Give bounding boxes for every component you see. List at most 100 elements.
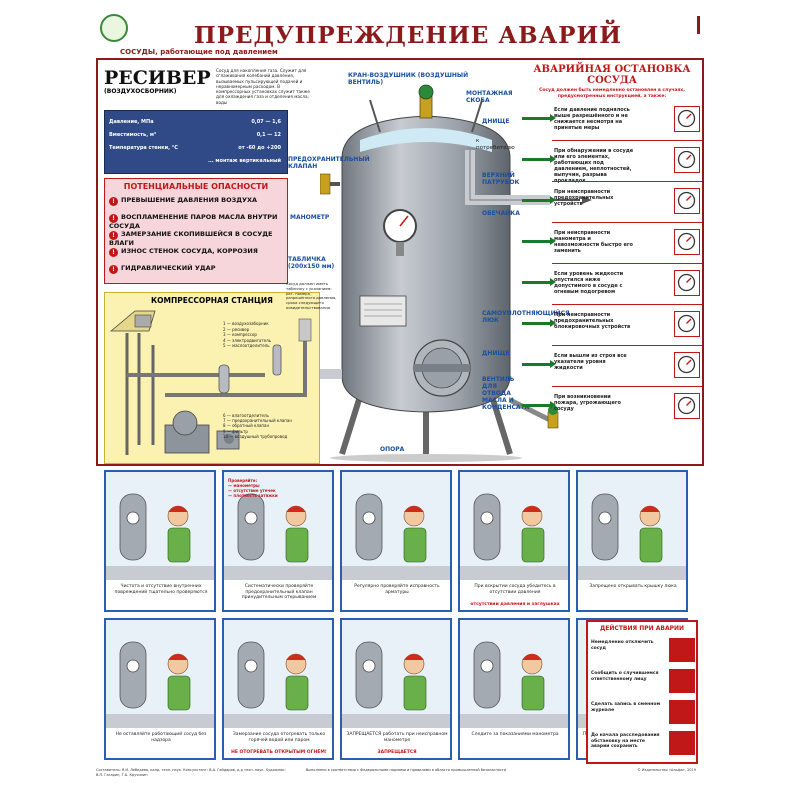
intake-box: [134, 314, 152, 328]
label-support: ОПОРА: [380, 446, 405, 453]
action-item: Немедленно отключить сосуд: [591, 638, 695, 666]
top-valve-handwheel: [418, 84, 434, 100]
arrow-icon: [522, 401, 556, 409]
receiver-block: РЕСИВЕР (ВОЗДУХОСБОРНИК): [104, 68, 254, 95]
emergency-item-text: Если вышли из строя все указатели уровня…: [554, 353, 627, 371]
emergency-item: При неисправности предохранительных блок…: [522, 308, 702, 346]
checklist-item: — отсутствие утечек: [228, 488, 276, 493]
scene-illustration: [578, 472, 686, 580]
dangers-heading: ПОТЕНЦИАЛЬНЫЕ ОПАСНОСТИ: [123, 182, 269, 191]
legend-item: 10 — воздушный трубопровод: [223, 433, 288, 439]
receiver-subheading: (ВОЗДУХОСБОРНИК): [104, 88, 177, 95]
hatch-bar: [414, 364, 470, 372]
legend-item: 7 — предохранительный клапан: [223, 418, 292, 424]
scene-illustration: [224, 620, 332, 728]
action-text: До начала расследования обстановку на ме…: [591, 733, 660, 749]
danger-number-icon: !: [109, 214, 118, 223]
label-to-consumer: к потребителю: [476, 138, 515, 151]
legend-item: 1 — воздухозаборник: [223, 321, 269, 326]
leak-icon: [674, 147, 700, 173]
footer-right: © Издательство «Альфа», 2019: [637, 768, 696, 772]
spec-label: Температура стенки, °С: [109, 145, 178, 151]
scene-panel: Проверяйте:— манометры— отсутствие утече…: [222, 470, 334, 612]
safety-valve-icon: [674, 188, 700, 214]
emergency-divider: [552, 222, 702, 223]
label-bottom-low: ДНИЩЕ: [482, 350, 510, 357]
receiver-tank-illustration: [320, 84, 592, 462]
label-bottom-top: ДНИЩЕ: [482, 118, 510, 125]
oil-separator: [218, 364, 230, 394]
emergency-item-text: Если уровень жидкости опустился ниже доп…: [554, 271, 624, 295]
emergency-item-text: При неисправности манометра и невозможно…: [554, 230, 633, 254]
emergency-stop-block: АВАРИЙНАЯ ОСТАНОВКА СОСУДА Сосуд должен …: [522, 64, 702, 419]
scene-panel: Регулярно проверяйте исправность арматур…: [340, 470, 452, 612]
main-frame: РЕСИВЕР (ВОЗДУХОСБОРНИК) Сосуд для накоп…: [96, 58, 704, 466]
spec-label: Вместимость, м³: [109, 132, 157, 138]
label-hatch: САМОУПЛОТНЯЮЩИЙСЯ ЛЮК: [482, 310, 570, 324]
emergency-item-text: При обнаружении в сосуде или его элемент…: [554, 148, 634, 184]
arrow-icon: [522, 114, 556, 122]
scene-illustration: [224, 472, 332, 580]
station-diagram: [109, 310, 312, 455]
emergency-item: Если давление поднялось выше разрешённог…: [522, 103, 702, 141]
emergency-divider: [552, 386, 702, 387]
scene-illustration: [106, 472, 214, 580]
scene-caption: Запрещено открывать крышку люка: [589, 584, 677, 589]
scene-caption: Замерзание сосуда отогревать только горя…: [232, 732, 326, 743]
emergency-item: Если уровень жидкости опустился ниже доп…: [522, 267, 702, 305]
danger-number-icon: !: [109, 265, 118, 274]
label-manometer: МАНОМЕТР: [290, 214, 330, 221]
scene-caption: Следите за показаниями манометра: [471, 732, 559, 737]
action-icon: [669, 700, 695, 724]
spec-value: ... монтаж вертикальный: [207, 158, 281, 164]
tank-top-cutaway: [360, 128, 492, 152]
page-subtitle: СОСУДЫ, работающие под давлением: [120, 48, 278, 56]
legend-item: 6 — влагоотделитель: [223, 413, 269, 418]
danger-number-icon: !: [109, 248, 118, 257]
arrow-icon: [522, 237, 556, 245]
station-pipes-main: [127, 335, 307, 397]
fire-icon: [674, 393, 700, 419]
emergency-item: При обнаружении в сосуде или его элемент…: [522, 144, 702, 184]
legend-item: 3 — компрессор: [223, 332, 257, 337]
spec-value: 0,1 — 12: [256, 132, 281, 138]
danger-item: !ЗАМЕРЗАНИЕ СКОПИВШЕЙСЯ В СОСУДЕ ВЛАГИ: [109, 231, 281, 247]
arrow-icon: [522, 278, 556, 286]
scene-caption: Не оставляйте работающий сосуд без надзо…: [115, 732, 207, 743]
emergency-item: При неисправности предохранительных устр…: [522, 185, 702, 223]
label-plate: ТАБЛИЧКА (200х150 мм): [288, 256, 335, 270]
scene-illustration: [460, 620, 568, 728]
gauge-icon: [674, 106, 700, 132]
emergency-item: Если вышли из строя все указатели уровня…: [522, 349, 702, 387]
legend-item: 2 — ресивер: [223, 326, 250, 332]
scene-panel: Замерзание сосуда отогревать только горя…: [222, 618, 334, 760]
scene-illustration: [106, 620, 214, 728]
spec-row: Вместимость, м³ 0,1 — 12: [109, 130, 281, 142]
scene-illustration: [460, 472, 568, 580]
scene-panel: Следите за показаниями манометра: [458, 618, 570, 760]
scene-caption: Систематически проверяйте предохранитель…: [241, 584, 317, 600]
logo-icon: [100, 14, 128, 42]
scene-warning: отсутствии давления и заглушках: [470, 602, 560, 607]
danger-text: ИЗНОС СТЕНОК СОСУДА, КОРРОЗИЯ: [121, 247, 258, 255]
corner-mark: [697, 16, 700, 34]
compressor-head: [172, 410, 198, 436]
scene-checklist: Проверяйте:— манометры— отсутствие утече…: [228, 478, 288, 498]
danger-item: !ВОСПЛАМЕНЕНИЕ ПАРОВ МАСЛА ВНУТРИ СОСУДА: [109, 214, 281, 230]
safety-valve: [320, 173, 331, 195]
scene-caption: Чистота и отсутствие внутренних поврежде…: [114, 584, 208, 595]
action-text: Немедленно отключить сосуд: [591, 640, 654, 651]
info-plate: [359, 295, 407, 327]
mounting-brackets: [369, 99, 483, 133]
receiver-description: Сосуд для накопления газа. Служит для сг…: [216, 68, 310, 105]
moisture-separator: [272, 344, 282, 376]
emergency-item-text: При неисправности предохранительных устр…: [554, 189, 614, 207]
danger-item: !ИЗНОС СТЕНОК СОСУДА, КОРРОЗИЯ: [109, 248, 281, 257]
emergency-divider: [552, 140, 702, 141]
emergency-intro: Сосуд должен быть немедленно остановлен …: [539, 88, 685, 99]
label-inlet: ВЕРХНИЙ ПАТРУБОК: [482, 172, 520, 186]
legend-item: 4 — электродвигатель: [223, 337, 272, 343]
danger-number-icon: !: [109, 231, 118, 240]
emergency-divider: [552, 181, 702, 182]
